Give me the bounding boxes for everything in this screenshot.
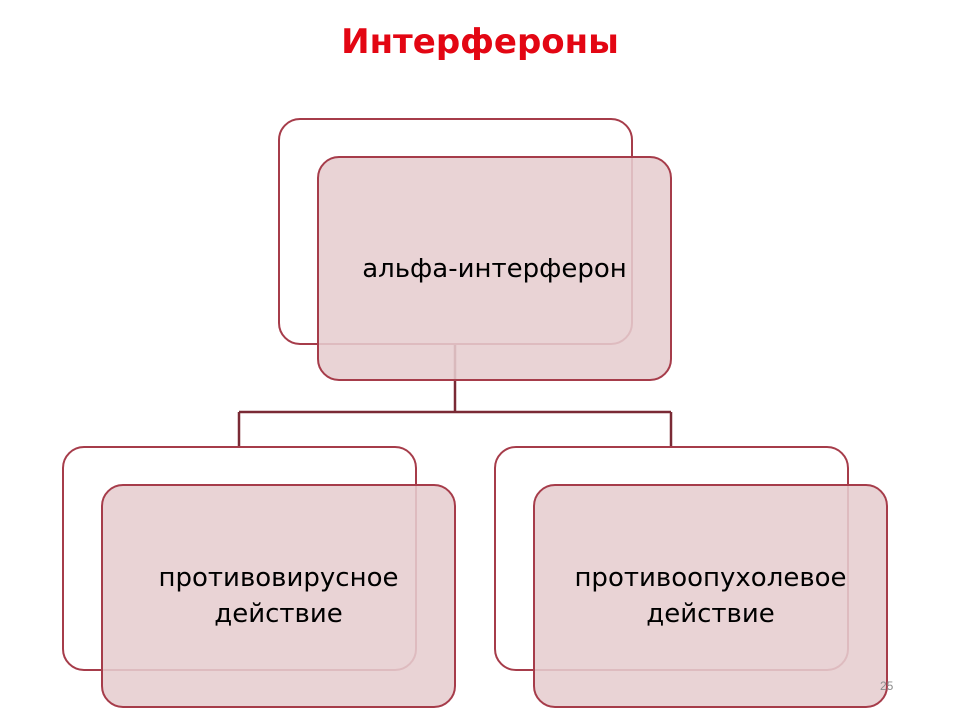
root-node-box: альфа-интерферон bbox=[317, 156, 672, 381]
slide-number: 25 bbox=[880, 679, 894, 693]
child-node-box-antitumor: противоопухолевое действие bbox=[533, 484, 888, 708]
child-node-label-antitumor: противоопухолевое действие bbox=[574, 563, 847, 629]
child-node-label-antiviral: противовирусное действие bbox=[158, 563, 399, 629]
child-node-box-antiviral: противовирусное действие bbox=[101, 484, 456, 708]
slide-title: Интерфероны bbox=[341, 22, 619, 62]
root-node-label: альфа-интерферон bbox=[362, 253, 627, 284]
